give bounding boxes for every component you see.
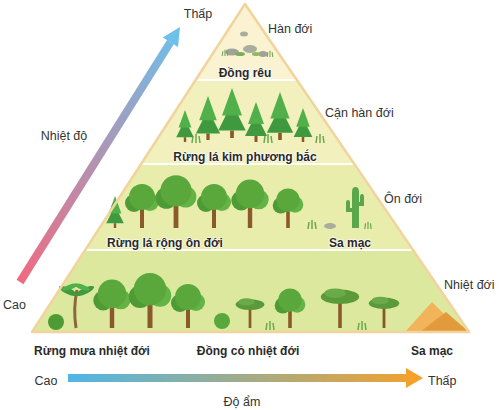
axis-title: Nhiệt độ [41,129,88,143]
biome-band: Rừng mưa nhiệt đới Đồng cỏ nhiệt đới Sa mạ… [32,250,469,362]
zone-label: Ôn đới [384,192,422,206]
arrow-head [406,368,423,388]
axis-end-label: Thấp [428,374,457,388]
band-fill [85,164,413,250]
arrow-head [163,27,180,47]
band-fill [32,250,469,332]
humidity-arrow [68,368,423,388]
biome-band: Rừng lá rộng ôn đới Sa mạc [85,164,413,250]
biome-name: Đồng cỏ nhiệt đới [197,345,300,359]
band-fill [141,80,354,164]
biome-name: Rừng lá rộng ôn đới [107,237,223,251]
biome-name: Rừng mưa nhiệt đới [34,345,150,359]
axis-end-label: Cao [35,374,58,388]
axis-end-label: Thấp [184,7,213,21]
rock [240,32,248,37]
zone-label: Cận hàn đới [325,106,394,120]
biome-name: Sa mạc [411,345,453,359]
biome-name: Rừng lá kim phương bắc [173,151,316,165]
pyramid-outline [32,4,469,332]
moss [252,52,260,56]
arrow-shaft [68,374,408,382]
zone-label: Nhiệt đới [444,278,495,292]
band-shape [32,250,469,332]
bush [214,313,230,329]
biome-band: Rừng lá kim phương bắc [141,80,354,164]
moss [235,52,245,56]
biome-name: Đồng rêu [219,67,272,81]
axis-title: Độ ẩm [224,395,261,409]
rock [324,223,336,229]
rock [243,45,257,53]
bush [48,314,64,330]
biome-name: Sa mạc [329,237,371,251]
axis-end-label: Cao [3,298,26,312]
zone-label: Hàn đới [268,22,312,36]
